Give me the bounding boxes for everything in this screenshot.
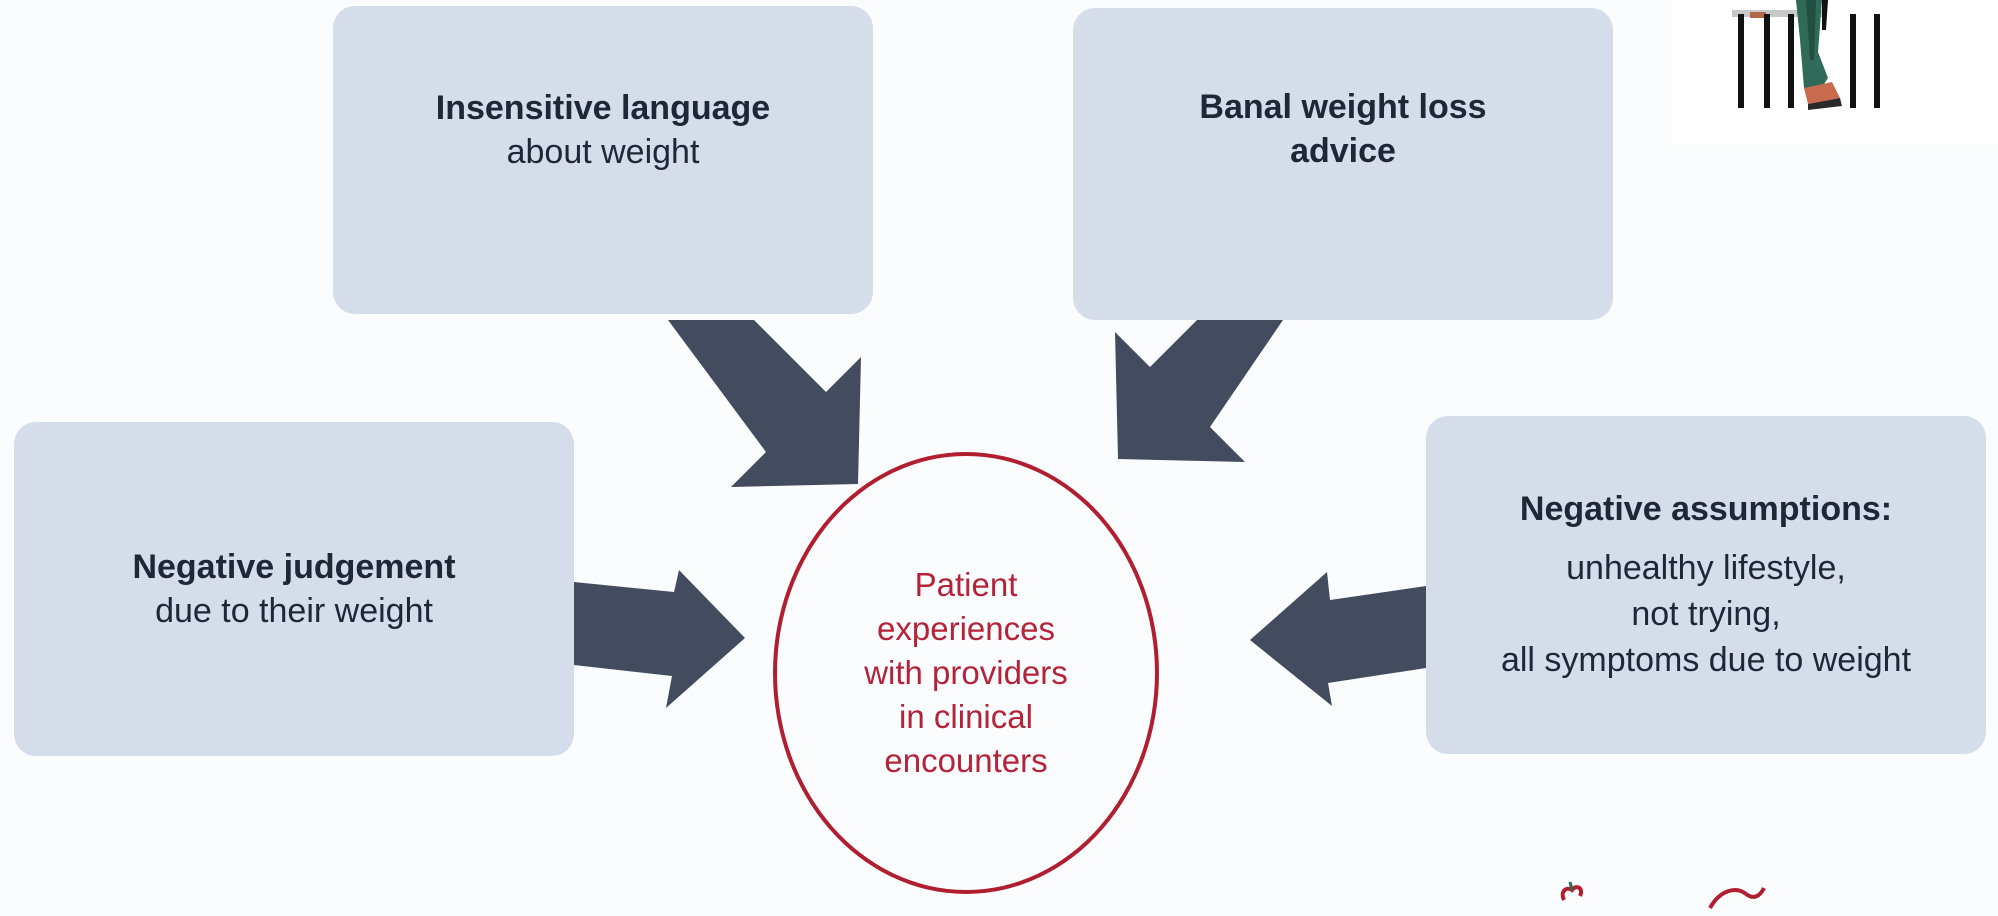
assumption-line: not trying, [1631,595,1781,633]
center-line: encounters [884,742,1048,779]
arrow-mid-left [574,570,745,708]
center-line: with providers [864,654,1068,691]
negative-judgement-text: due to their weight [155,592,433,630]
arrow-top-right [1115,320,1283,462]
negative-assumptions-title: Negative assumptions: [1519,490,1893,528]
patient-experiences-circle: Patient experiences with providers in cl… [773,452,1159,894]
banal-advice-title-line1: Banal weight loss [1199,88,1487,126]
arrow-top-left [668,320,861,487]
banal-advice-title-line2: advice [1290,132,1396,170]
insensitive-language-text: about weight [506,133,700,171]
apple-logo [1550,880,1770,916]
person-at-desk-illustration [1672,0,1998,145]
center-line: experiences [877,610,1055,647]
banal-advice-box: Banal weight loss advice [1073,8,1613,320]
center-line: Patient [914,566,1018,603]
negative-judgement-box: Negative judgement due to their weight [14,422,574,756]
negative-judgement-title: Negative judgement [132,548,456,586]
center-line: in clinical [899,698,1033,735]
assumption-line: all symptoms due to weight [1500,641,1912,679]
arrow-mid-right [1250,572,1426,706]
assumption-line: unhealthy lifestyle, [1566,549,1846,587]
insensitive-language-title: Insensitive language [435,89,771,127]
negative-assumptions-box: Negative assumptions: unhealthy lifestyl… [1426,416,1986,754]
insensitive-language-box: Insensitive language about weight [333,6,873,314]
